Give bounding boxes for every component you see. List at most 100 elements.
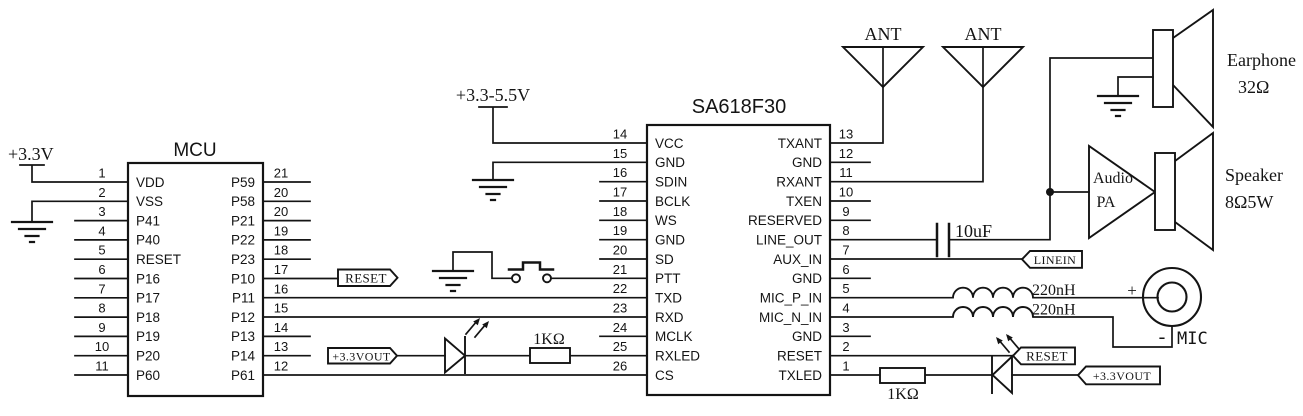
pin-name: TXANT — [778, 136, 822, 151]
pin-name: P12 — [231, 310, 255, 325]
ptt-button-terminal-left[interactable] — [511, 273, 521, 284]
speaker-horn — [1174, 131, 1214, 252]
mcu-right-pins: 21P5920P5820P2119P2218P2317P1016P1115P12… — [231, 166, 288, 383]
speaker-label: Speaker — [1225, 165, 1283, 185]
pin-number: 25 — [613, 339, 627, 354]
pin-number: 10 — [95, 339, 109, 354]
radio-right-pin-stubs — [829, 161, 871, 338]
mcu-power-rail-wire — [19, 164, 129, 183]
pin-name: GND — [792, 329, 822, 344]
antenna-1-symbol — [840, 46, 926, 89]
pin-name: RXANT — [776, 174, 822, 189]
pin-number: 12 — [839, 146, 853, 161]
pin-name: P59 — [231, 175, 255, 190]
radio-left-pins: 14VCC15GND16SDIN17BCLK18WS19GND20SD21PTT… — [613, 127, 701, 383]
rxant-wire — [829, 46, 984, 183]
earphone-impedance-label: 32Ω — [1238, 77, 1269, 97]
pin-number: 20 — [613, 242, 627, 257]
pin-name: AUX_IN — [773, 252, 822, 267]
pin-number: 15 — [274, 301, 288, 316]
pin-number: 16 — [613, 165, 627, 180]
pin-number: 10 — [839, 184, 853, 199]
pin-name: LINE_OUT — [756, 232, 822, 247]
pin-number: 3 — [98, 204, 105, 219]
pin-number: 8 — [842, 223, 849, 238]
rxled-led-emission-arrows — [464, 319, 488, 339]
pin-number: 1 — [842, 358, 849, 373]
pin-number: 4 — [842, 300, 849, 315]
mcu-reset-flag-label: RESET — [345, 271, 387, 286]
ground-symbol-earphone — [1096, 94, 1140, 118]
pin-number: 20 — [274, 204, 288, 219]
mcu-chip-body — [126, 161, 265, 398]
radio-right-pins: 13TXANT12GND11RXANT10TXEN9RESERVED8LINE_… — [748, 127, 853, 383]
pin-name: MCLK — [655, 329, 693, 344]
pin-name: RXLED — [655, 348, 700, 363]
pin-name: WS — [655, 213, 677, 228]
pin-number: 18 — [274, 243, 288, 258]
pin-name: P18 — [136, 310, 160, 325]
speaker-rating-label: 8Ω5W — [1225, 192, 1273, 212]
pin-number: 3 — [842, 320, 849, 335]
linein-net-flag — [1020, 250, 1083, 269]
pin-name: GND — [655, 155, 685, 170]
mic-inner-ring — [1156, 281, 1188, 313]
rxled-resistor-body — [529, 347, 571, 364]
pin-number: 7 — [98, 281, 105, 296]
pin-name: P14 — [231, 349, 256, 364]
mcu-power-rail-label: +3.3V — [8, 144, 54, 164]
pin-number: 18 — [613, 204, 627, 219]
speaker-transducer — [1154, 152, 1176, 231]
ptt-button-cap[interactable] — [507, 261, 555, 271]
pin-number: 21 — [274, 166, 288, 181]
mic-n-wire — [829, 316, 1173, 348]
ptt-button-terminal-right[interactable] — [542, 273, 552, 284]
pin-number: 14 — [274, 320, 288, 335]
pin-number: 2 — [98, 185, 105, 200]
pin-name: P20 — [136, 349, 160, 364]
pin-name: P16 — [136, 271, 160, 286]
pin-number: 13 — [274, 339, 288, 354]
radio-title: SA618F30 — [692, 96, 787, 118]
pin-name: P19 — [136, 329, 160, 344]
earphone-label: Earphone — [1227, 50, 1296, 70]
pin-number: 16 — [274, 281, 288, 296]
pin-number: 23 — [613, 300, 627, 315]
radio-vcc-wire — [478, 106, 648, 144]
pin-name: BCLK — [655, 194, 690, 209]
pin-number: 7 — [842, 242, 849, 257]
pin-name: P60 — [136, 368, 160, 383]
earphone-transducer — [1152, 29, 1174, 108]
radio-ground-wire — [492, 161, 648, 180]
pin-name: VCC — [655, 136, 684, 151]
mcu-vout-net-flag — [327, 347, 399, 365]
pin-number: 6 — [842, 262, 849, 277]
txled-led-triangle — [991, 354, 1013, 396]
earphone-horn — [1172, 8, 1214, 130]
earphone-ground-branch — [1117, 76, 1154, 96]
coupling-cap-label: 10uF — [955, 221, 992, 241]
rxled-arrow-head-1 — [473, 318, 480, 326]
pin-number: 5 — [98, 243, 105, 258]
pin-name: SDIN — [655, 174, 687, 189]
pin-number: 5 — [842, 281, 849, 296]
pin-number: 15 — [613, 146, 627, 161]
rxled-led-triangle — [444, 336, 467, 375]
pin-name: CS — [655, 368, 674, 383]
mic-label: MIC — [1177, 329, 1208, 349]
pin-number: 6 — [98, 262, 105, 277]
inductor-mic-n-label: 220nH — [1032, 302, 1076, 319]
pin-name: TXEN — [786, 194, 822, 209]
txant-wire — [829, 46, 884, 144]
pin-name: GND — [655, 232, 685, 247]
txled-resistor-label: 1KΩ — [887, 386, 919, 403]
pin-name: GND — [792, 271, 822, 286]
mic-minus-label: - — [1159, 326, 1166, 348]
txled-arrow-head-1 — [996, 337, 1003, 345]
antenna-1-label: ANT — [865, 24, 902, 44]
antenna-2-symbol — [940, 46, 1026, 89]
inductor-mic-p — [952, 286, 1034, 299]
mcu-vout-flag-label: +3.3VOUT — [332, 350, 391, 364]
